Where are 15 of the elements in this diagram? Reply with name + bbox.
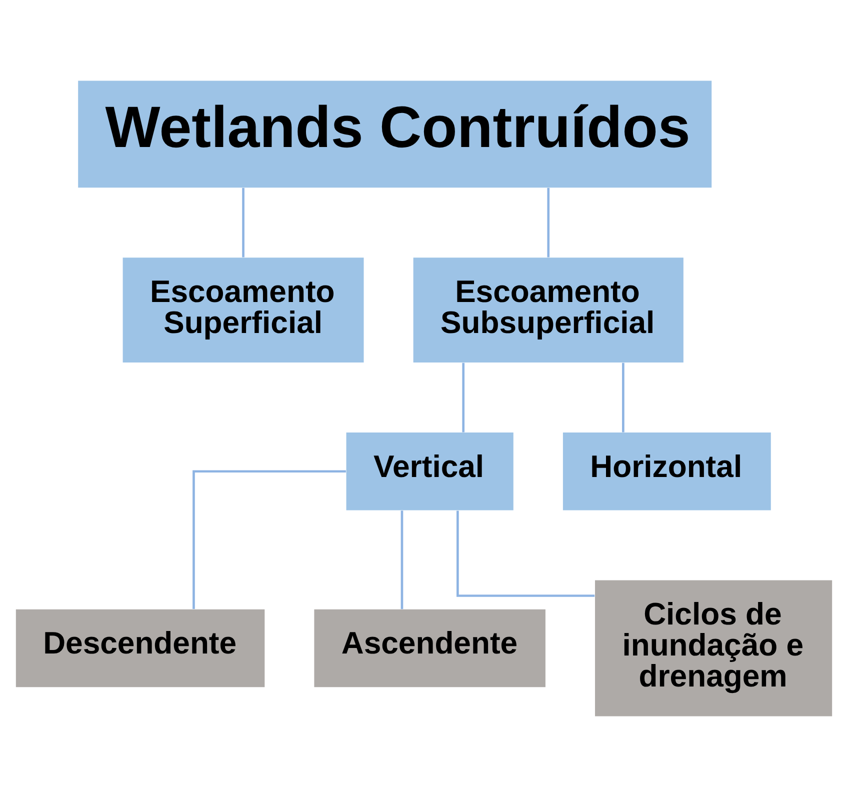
connector: [462, 362, 465, 432]
connector: [547, 187, 550, 257]
node-box: Descendente: [16, 608, 265, 687]
connector: [400, 510, 404, 609]
node-box: Ciclos de inundação e drenagem: [595, 580, 832, 716]
connector: [192, 470, 346, 608]
node-box: Vertical: [346, 432, 514, 510]
node-box: Wetlands Contruídos: [78, 80, 712, 188]
node-box: Ascendente: [314, 608, 546, 687]
node-box: Horizontal: [562, 432, 771, 510]
node-box: Escoamento Subsuperficial: [413, 257, 684, 362]
connector: [622, 362, 624, 432]
connector: [242, 187, 244, 257]
connector: [456, 510, 595, 596]
node-box: Escoamento Superficial: [122, 257, 364, 362]
